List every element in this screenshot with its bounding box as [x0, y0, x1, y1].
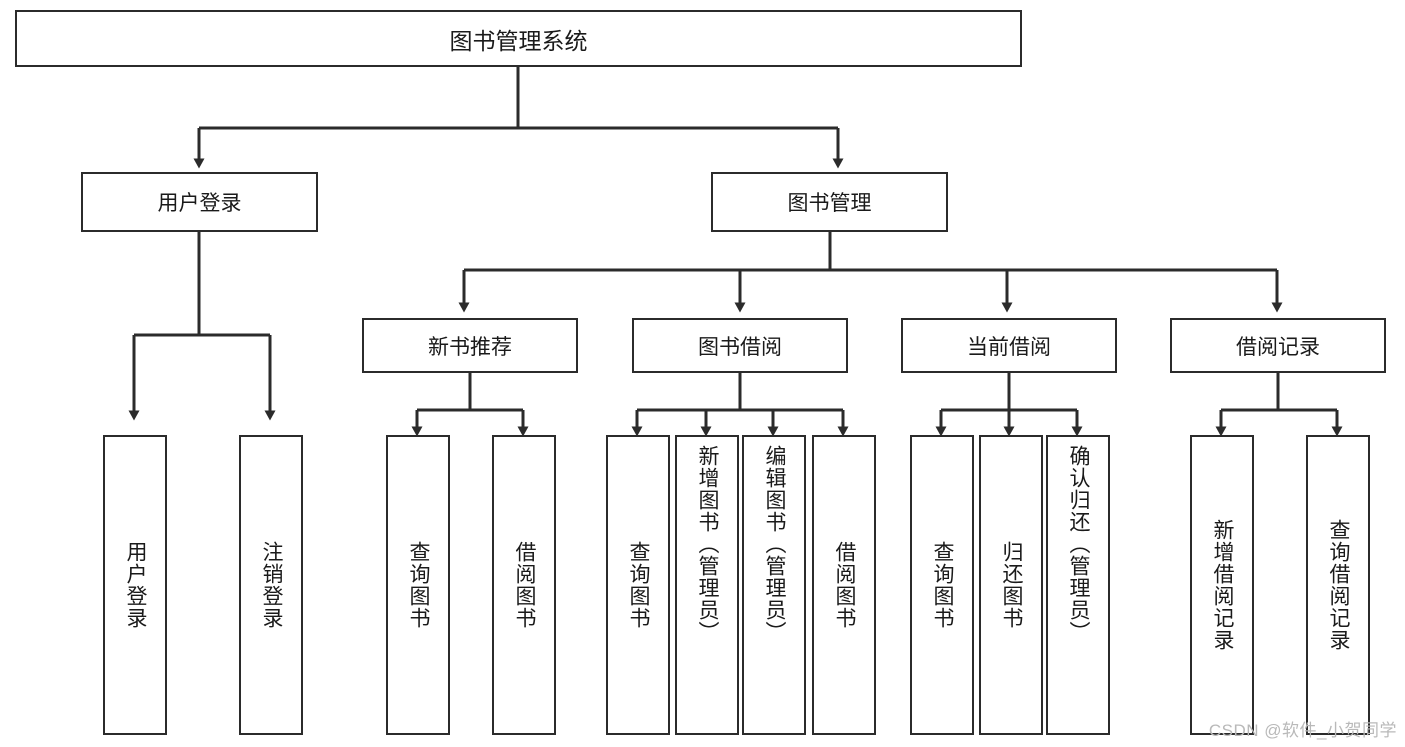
node-label: 注销登录	[259, 541, 283, 629]
node-label: 新增图书（管理员）	[695, 445, 719, 643]
node-label: 查询图书	[406, 541, 430, 629]
node-label: 用户登录	[157, 192, 242, 215]
leaf-borrow-query-book[interactable]: 查询图书	[606, 435, 670, 735]
leaf-record-query-record[interactable]: 查询借阅记录	[1306, 435, 1370, 735]
node-book-management[interactable]: 图书管理	[711, 172, 948, 232]
node-user-login[interactable]: 用户登录	[81, 172, 318, 232]
leaf-record-add-record[interactable]: 新增借阅记录	[1190, 435, 1254, 735]
leaf-borrow-add-book-admin[interactable]: 新增图书（管理员）	[675, 435, 739, 735]
node-label: 图书管理	[787, 192, 872, 215]
leaf-user-login-login[interactable]: 用户登录	[103, 435, 167, 735]
node-label: 图书管理系统	[449, 27, 588, 54]
node-new-book-recommend[interactable]: 新书推荐	[362, 318, 578, 373]
watermark-text: CSDN @软件_小贺同学	[1208, 721, 1397, 740]
leaf-borrow-edit-book-admin[interactable]: 编辑图书（管理员）	[742, 435, 806, 735]
node-book-borrow[interactable]: 图书借阅	[632, 318, 848, 373]
leaf-current-return-book[interactable]: 归还图书	[979, 435, 1043, 735]
node-label: 新增借阅记录	[1210, 519, 1234, 651]
node-root-book-management-system[interactable]: 图书管理系统	[15, 10, 1022, 67]
leaf-user-login-logout[interactable]: 注销登录	[239, 435, 303, 735]
node-label: 查询图书	[626, 541, 650, 629]
node-label: 编辑图书（管理员）	[762, 445, 786, 643]
node-label: 确认归还（管理员）	[1066, 445, 1090, 643]
node-label: 用户登录	[123, 541, 147, 629]
node-label: 当前借阅	[967, 335, 1051, 359]
node-label: 新书推荐	[428, 335, 512, 359]
node-current-borrow[interactable]: 当前借阅	[901, 318, 1117, 373]
node-label: 查询图书	[930, 541, 954, 629]
leaf-recommend-borrow-book[interactable]: 借阅图书	[492, 435, 556, 735]
node-label: 借阅记录	[1236, 335, 1320, 359]
node-borrow-record[interactable]: 借阅记录	[1170, 318, 1386, 373]
leaf-current-confirm-return-admin[interactable]: 确认归还（管理员）	[1046, 435, 1110, 735]
leaf-borrow-borrow-book[interactable]: 借阅图书	[812, 435, 876, 735]
node-label: 图书借阅	[698, 335, 782, 359]
node-label: 借阅图书	[832, 541, 856, 629]
leaf-current-query-book[interactable]: 查询图书	[910, 435, 974, 735]
leaf-recommend-query-book[interactable]: 查询图书	[386, 435, 450, 735]
node-label: 借阅图书	[512, 541, 536, 629]
node-label: 归还图书	[999, 541, 1023, 629]
node-label: 查询借阅记录	[1326, 519, 1350, 651]
